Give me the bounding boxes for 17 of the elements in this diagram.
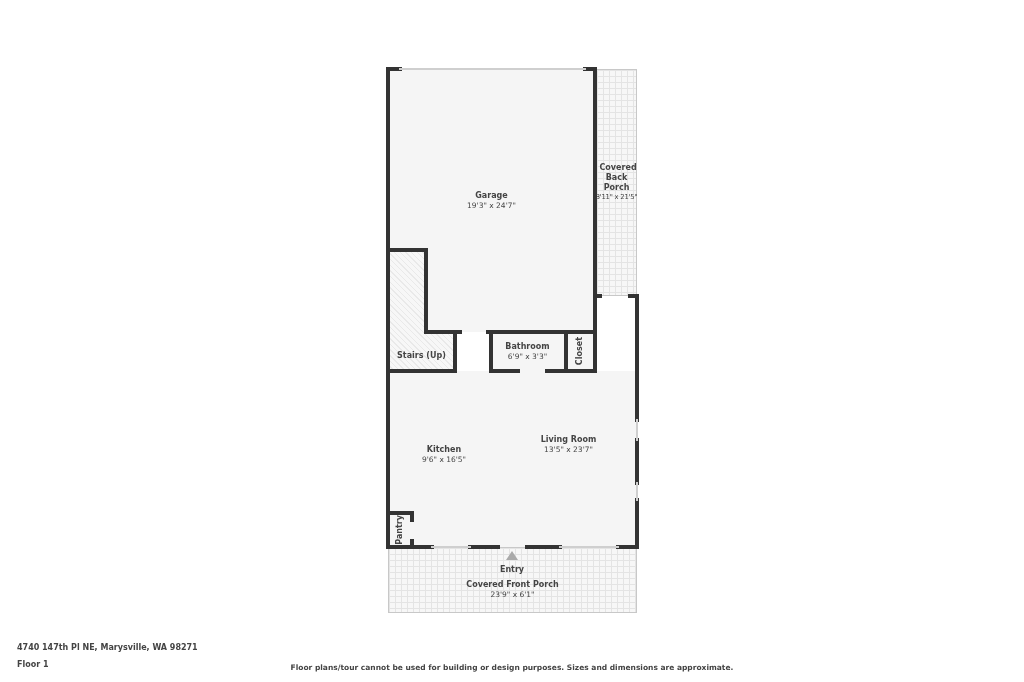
floor-label: Floor 1: [17, 660, 49, 669]
room-name: Living Room: [540, 434, 597, 445]
porch-floor: [596, 69, 637, 296]
room-name: Closet: [574, 337, 585, 366]
room-floor: [500, 371, 637, 547]
room-name: Garage: [475, 191, 508, 201]
room-name: Kitchen: [426, 444, 462, 455]
address-text: 4740 147th Pl NE, Marysville, WA 98271: [17, 643, 198, 652]
room-name: Stairs (Up): [397, 351, 446, 361]
room-name: Bathroom: [505, 342, 550, 352]
porch-floor: [388, 547, 637, 613]
room-name: Covered Back Porch: [599, 163, 634, 193]
entry-label: Entry: [499, 565, 525, 574]
room-floor: [388, 371, 500, 547]
room-name: Pantry: [395, 515, 405, 545]
room-name: Covered Front Porch: [466, 579, 559, 590]
garage-floor: [388, 69, 595, 332]
